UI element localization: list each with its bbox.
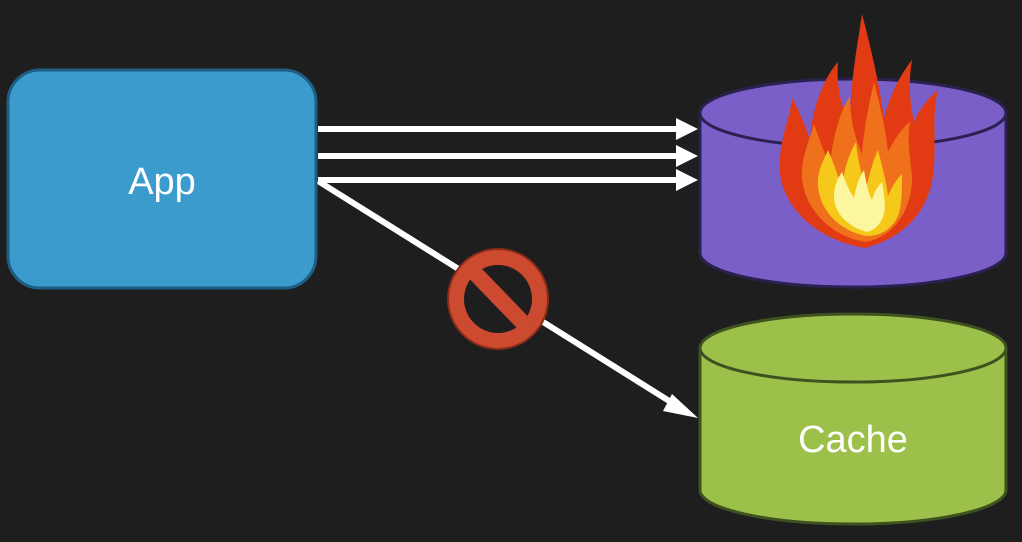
arrowhead-3 — [676, 169, 698, 191]
app-node[interactable]: App — [6, 68, 318, 290]
cache-top — [698, 312, 1008, 384]
arrowhead-1 — [676, 118, 698, 140]
fire-icon — [779, 14, 938, 248]
cache-body[interactable] — [698, 348, 1008, 526]
prohibited-icon-inner — [464, 264, 534, 334]
app-to-database-arrows — [318, 118, 698, 191]
app-label: App — [128, 161, 196, 203]
cache-label: Cache — [798, 419, 908, 461]
arrowhead-2 — [676, 145, 698, 167]
app-box[interactable] — [6, 68, 318, 290]
cache-node[interactable]: Cache — [698, 312, 1008, 526]
